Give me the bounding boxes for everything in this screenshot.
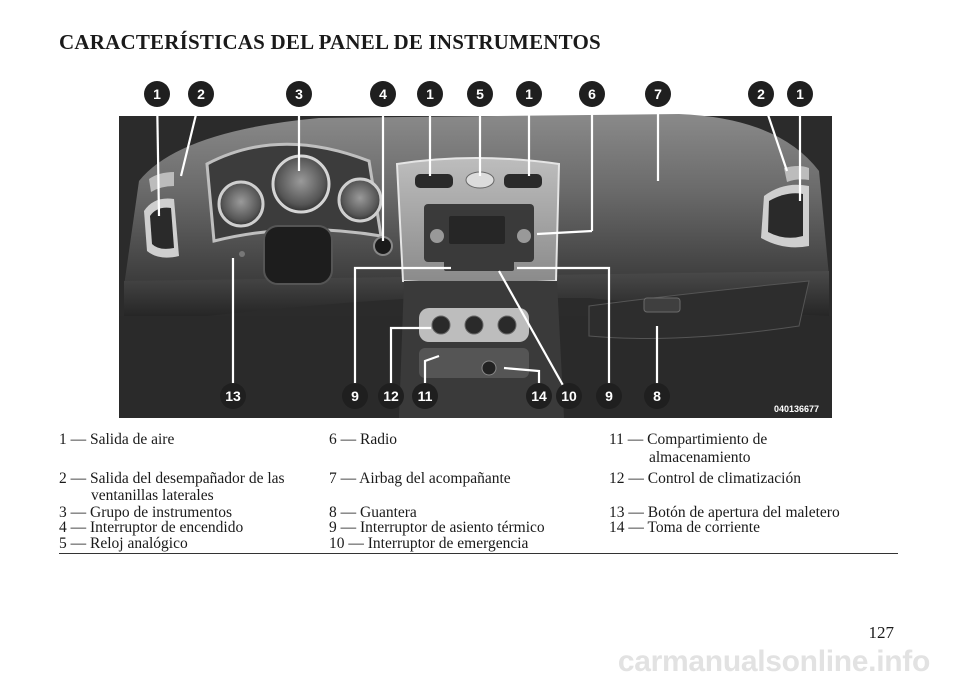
legend-item-7: 7 — Airbag del acompañante bbox=[329, 470, 511, 487]
instrument-cluster bbox=[205, 142, 383, 243]
callout-2: 2 bbox=[188, 81, 214, 107]
air-vent-left bbox=[144, 172, 179, 258]
page-number: 127 bbox=[868, 623, 895, 642]
callouts-top: 1 2 3 4 1 5 1 6 7 2 1 bbox=[144, 81, 813, 107]
callout-1: 1 bbox=[516, 81, 542, 107]
callout-5: 5 bbox=[467, 81, 493, 107]
callout-2: 2 bbox=[748, 81, 774, 107]
legend-item-2-cont: ventanillas laterales bbox=[91, 487, 214, 504]
legend-item-11-cont: almacenamiento bbox=[649, 449, 751, 466]
callout-1: 1 bbox=[417, 81, 443, 107]
callouts-bottom: 13 9 12 11 14 10 9 8 bbox=[220, 383, 670, 409]
legend-item-12: 12 — Control de climatización bbox=[609, 470, 801, 487]
image-code: 040136677 bbox=[774, 404, 819, 414]
svg-text:1: 1 bbox=[525, 86, 533, 102]
page-title: CARACTERÍSTICAS DEL PANEL DE INSTRUMENTO… bbox=[59, 30, 601, 54]
svg-text:12: 12 bbox=[383, 388, 399, 404]
legend-item-10: 10 — Interruptor de emergencia bbox=[329, 535, 529, 552]
callout-1: 1 bbox=[144, 81, 170, 107]
svg-text:1: 1 bbox=[153, 86, 161, 102]
legend-item-4: 4 — Interruptor de encendido bbox=[59, 519, 244, 536]
legend-item-1: 1 — Salida de aire bbox=[59, 431, 175, 448]
callout-6: 6 bbox=[579, 81, 605, 107]
legend-item-3: 3 — Grupo de instrumentos bbox=[59, 504, 233, 521]
callout-10: 10 bbox=[556, 383, 582, 409]
callout-7: 7 bbox=[645, 81, 671, 107]
svg-text:9: 9 bbox=[605, 388, 613, 404]
svg-text:14: 14 bbox=[531, 388, 547, 404]
callout-9: 9 bbox=[342, 383, 368, 409]
divider bbox=[59, 553, 898, 554]
svg-text:1: 1 bbox=[426, 86, 434, 102]
callout-3: 3 bbox=[286, 81, 312, 107]
callout-9: 9 bbox=[596, 383, 622, 409]
legend-item-11: 11 — Compartimiento de bbox=[609, 431, 768, 448]
svg-text:13: 13 bbox=[225, 388, 241, 404]
steering-column bbox=[239, 225, 333, 285]
callout-8: 8 bbox=[644, 383, 670, 409]
legend-item-9: 9 — Interruptor de asiento térmico bbox=[329, 519, 545, 536]
callout-1: 1 bbox=[787, 81, 813, 107]
svg-text:2: 2 bbox=[197, 86, 205, 102]
dashboard-illustration: 1 2 3 4 1 5 1 6 7 2 1 13 9 12 11 14 10 9… bbox=[119, 76, 832, 418]
svg-text:3: 3 bbox=[295, 86, 303, 102]
air-vent-right bbox=[761, 166, 809, 248]
svg-text:4: 4 bbox=[379, 86, 387, 102]
legend-item-13: 13 — Botón de apertura del maletero bbox=[609, 504, 840, 521]
legend-item-6: 6 — Radio bbox=[329, 431, 398, 448]
callout-12: 12 bbox=[378, 383, 404, 409]
svg-text:5: 5 bbox=[476, 86, 484, 102]
svg-text:11: 11 bbox=[418, 388, 433, 404]
watermark: carmanualsonline.info bbox=[617, 645, 930, 678]
svg-text:7: 7 bbox=[654, 86, 662, 102]
svg-text:1: 1 bbox=[796, 86, 804, 102]
svg-text:9: 9 bbox=[351, 388, 359, 404]
legend-item-5: 5 — Reloj analógico bbox=[59, 535, 188, 552]
callout-14: 14 bbox=[526, 383, 552, 409]
callout-4: 4 bbox=[370, 81, 396, 107]
callout-13: 13 bbox=[220, 383, 246, 409]
legend-item-14: 14 — Toma de corriente bbox=[609, 519, 760, 536]
callout-11: 11 bbox=[412, 383, 438, 409]
svg-text:10: 10 bbox=[561, 388, 577, 404]
svg-text:8: 8 bbox=[653, 388, 661, 404]
legend-item-2: 2 — Salida del desempañador de las bbox=[59, 470, 285, 487]
legend-item-8: 8 — Guantera bbox=[329, 504, 417, 521]
svg-text:2: 2 bbox=[757, 86, 765, 102]
center-stack bbox=[395, 157, 561, 285]
switch-bank bbox=[444, 259, 514, 271]
svg-text:6: 6 bbox=[588, 86, 596, 102]
